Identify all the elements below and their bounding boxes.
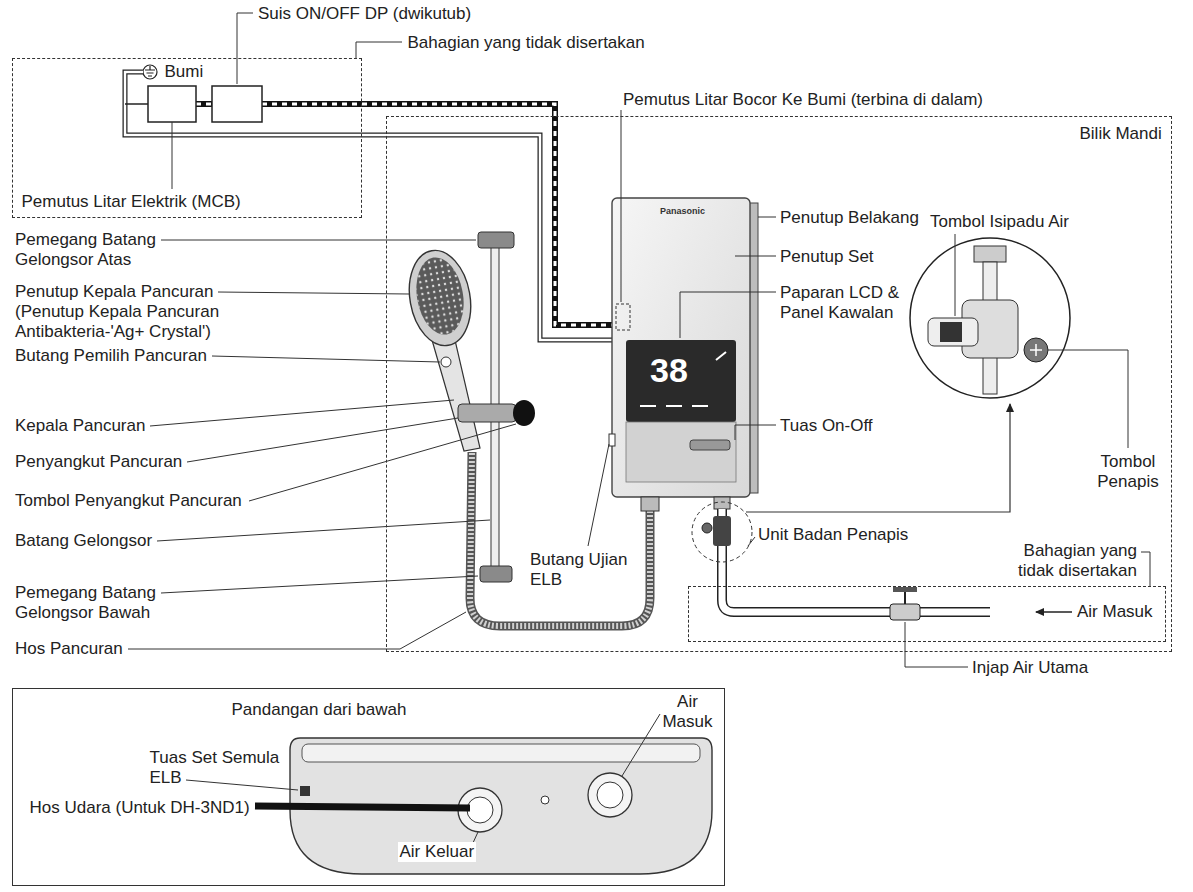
- brand-logo: Panasonic: [660, 206, 705, 216]
- view-title: Pandangan dari bawah: [232, 700, 407, 720]
- part-label: Hos Udara (Untuk DH-3ND1): [30, 798, 250, 818]
- region-heading: Bilik Mandi: [1080, 124, 1162, 144]
- elcb-marker: [616, 304, 630, 330]
- earth-symbol: [145, 66, 155, 76]
- dp-switch-box: [212, 86, 262, 122]
- on-off-lever: [690, 440, 730, 450]
- part-label: Pemegang Batang Gelongsor Bawah: [15, 583, 175, 623]
- outlet-fitting: [641, 497, 659, 511]
- part-label: Unit Badan Penapis: [758, 525, 908, 545]
- part-label: Pemutus Litar Elektrik (MCB): [22, 192, 241, 212]
- bathroom-region: Bilik MandiBahagian yang tidak disertaka…: [386, 116, 1172, 652]
- leader-line: [128, 13, 1150, 845]
- filter-knob: [1030, 344, 1042, 356]
- elb-reset-lever: [300, 786, 310, 796]
- hanger-knob: [513, 400, 535, 426]
- bottom-view-panel: Pandangan dari bawah Air MasukTuas Set Se…: [12, 688, 725, 886]
- air-hose: [255, 806, 470, 808]
- part-label: Tombol Penyangkut Pancuran: [15, 491, 242, 511]
- volume-knob: [928, 318, 978, 346]
- pipe: [983, 262, 997, 302]
- shower-head: [402, 246, 478, 351]
- part-label: Batang Gelongsor: [15, 531, 152, 551]
- part-label: Air Masuk: [660, 692, 716, 732]
- part-label: Pemutus Litar Bocor Ke Bumi (terbina di …: [623, 90, 983, 110]
- flow-arrow: [1036, 611, 1072, 612]
- part-label: Butang Pemilih Pancuran: [15, 346, 207, 366]
- inlet-port: [597, 782, 623, 808]
- filter-unit: [713, 516, 731, 546]
- valve-handle: [893, 587, 917, 592]
- part-label: Penutup Kepala Pancuran (Penutup Kepala …: [15, 282, 230, 342]
- part-label: Penyangkut Pancuran: [15, 452, 182, 472]
- part-label: Pemegang Batang Gelongsor Atas: [15, 230, 175, 270]
- shower-head-face: [411, 254, 470, 339]
- part-label: Butang Ujian ELB: [530, 550, 640, 590]
- lcd-panel: [626, 340, 736, 422]
- excluded-parts-region: Bahagian yang tidak disertakanAir Masuk: [688, 586, 1166, 642]
- power-cable: [196, 104, 612, 325]
- part-label: Penutup Belakang: [780, 208, 919, 228]
- power-cable: [196, 104, 612, 325]
- filter-detail: [910, 238, 1070, 398]
- bottom-view: [255, 738, 712, 874]
- set-cover: [612, 198, 750, 497]
- slide-bar-holder: [480, 566, 512, 582]
- part-label: Tuas On-Off: [780, 416, 873, 436]
- wire: [125, 103, 148, 105]
- inlet-port: [588, 773, 632, 817]
- part-label: Air Keluar: [398, 842, 477, 862]
- pipe: [983, 356, 997, 394]
- magnifier-circle: [910, 238, 1070, 398]
- part-label: Suis ON/OFF DP (dwikutub): [258, 4, 471, 24]
- part-label: Injap Air Utama: [972, 658, 1088, 678]
- selector-button: [441, 357, 451, 367]
- inlet-pipe: [722, 509, 990, 612]
- part-label: Hos Pancuran: [15, 639, 123, 659]
- earth-label: Bumi: [165, 62, 204, 82]
- water-inlet: [692, 502, 990, 620]
- mcb-box: [148, 86, 196, 122]
- region-heading: Bahagian yang tidak disertakan: [408, 33, 645, 53]
- slide-bar-holder: [478, 232, 514, 248]
- part-label: Paparan LCD & Panel Kawalan: [780, 283, 904, 323]
- valve-stem: [904, 592, 906, 604]
- detail-arrow: [746, 404, 1010, 512]
- lower-panel: [626, 422, 736, 482]
- region-heading: Bahagian yang tidak disertakan: [999, 541, 1137, 581]
- main-valve: [890, 604, 920, 620]
- earth-symbol: [143, 65, 157, 79]
- part-label: Tuas Set Semula ELB: [150, 748, 290, 788]
- detail-circle: [692, 502, 752, 562]
- shower-handle: [432, 340, 480, 451]
- excluded-parts-region: Bahagian yang tidak disertakanBumiPemutu…: [12, 58, 362, 218]
- part-label: Penutup Set: [780, 247, 874, 267]
- filter-knob: [1024, 338, 1048, 362]
- shower-nozzles: [411, 254, 470, 339]
- flow-label: Air Masuk: [1077, 602, 1153, 622]
- water-heater: [609, 198, 758, 511]
- lcd-temperature: 38: [650, 352, 688, 388]
- screw: [541, 796, 549, 804]
- elb-test-button: [609, 434, 615, 446]
- part-label: Tombol Penapis: [1094, 452, 1162, 492]
- lcd-segments: [640, 352, 726, 406]
- inlet-pipe: [722, 509, 990, 612]
- part-label: Kepala Pancuran: [15, 416, 145, 436]
- shower-hanger: [458, 404, 516, 422]
- part-label: Tombol Isipadu Air: [930, 212, 1069, 232]
- filter-knob: [702, 523, 712, 533]
- volume-window: [940, 322, 962, 342]
- pipe-nut: [974, 246, 1006, 262]
- outlet-port: [467, 797, 493, 823]
